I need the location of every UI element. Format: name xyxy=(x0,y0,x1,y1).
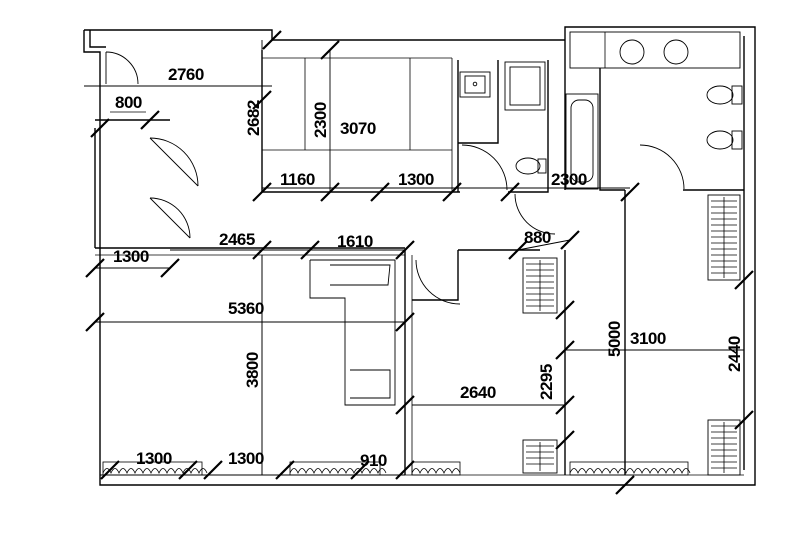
window-frame xyxy=(569,461,689,476)
dimension-tick xyxy=(555,300,575,320)
dim-2300-horizontal: 2300 xyxy=(551,170,587,189)
dimension-tick xyxy=(442,182,462,202)
wardrobe-icon xyxy=(707,194,741,281)
dimension-tick xyxy=(350,460,370,480)
dim-2300-vertical: 2300 xyxy=(311,102,330,138)
dimension-tick xyxy=(203,460,223,480)
dim-910: 910 xyxy=(360,451,387,470)
dimension-tick xyxy=(395,312,415,332)
dim-1300-corridor: 1300 xyxy=(113,247,149,266)
dimension-tick xyxy=(85,312,105,332)
shower-icon xyxy=(504,61,546,111)
washbasin-icon xyxy=(459,71,491,98)
door-swing-icon xyxy=(105,51,139,85)
dim-880: 880 xyxy=(524,228,551,247)
hob-icon xyxy=(619,39,645,65)
dimension-tick xyxy=(252,240,272,260)
dimension-tick xyxy=(90,118,110,138)
window-icon xyxy=(569,468,691,474)
dim-2440: 2440 xyxy=(725,336,744,372)
dimension-tick xyxy=(300,240,320,260)
dim-3100: 3100 xyxy=(630,329,666,348)
door-swing-icon xyxy=(514,193,556,235)
door-swing-icon xyxy=(149,137,199,187)
dimension-tick xyxy=(395,395,415,415)
dimension-tick xyxy=(734,410,754,430)
dimension-tick xyxy=(555,430,575,450)
dim-2465: 2465 xyxy=(219,230,255,249)
dim-1300-window-left: 1300 xyxy=(136,449,172,468)
dim-2640: 2640 xyxy=(460,383,496,402)
dimension-tick xyxy=(508,240,528,260)
fixtures xyxy=(459,31,743,476)
dimension-tick xyxy=(320,40,340,60)
dim-800: 800 xyxy=(115,93,142,112)
window-icon xyxy=(102,468,208,474)
dimension-tick xyxy=(395,240,415,260)
dimension-lines xyxy=(84,40,745,476)
outer-walls xyxy=(83,26,756,486)
door-swing-icon xyxy=(149,197,191,239)
dim-2760: 2760 xyxy=(168,65,204,84)
dimension-tick xyxy=(252,182,272,202)
window-frame xyxy=(411,461,461,476)
dimension-tick xyxy=(178,460,198,480)
dimension-tick xyxy=(160,258,180,278)
toilet-icon xyxy=(515,157,541,175)
dim-3070: 3070 xyxy=(340,119,376,138)
door-swing-icon xyxy=(461,144,508,191)
dimension-tick xyxy=(555,395,575,415)
window-icon xyxy=(289,468,387,474)
dimension-labels: 2760 800 2682 2300 3070 1160 1300 2300 1… xyxy=(113,65,744,470)
kitchen-counter xyxy=(569,31,741,69)
dim-2295: 2295 xyxy=(537,364,556,400)
dim-3800: 3800 xyxy=(243,352,262,388)
toilet-icon xyxy=(706,85,734,105)
wardrobe-icon xyxy=(522,439,558,474)
dimension-tick xyxy=(275,460,295,480)
dimension-tick xyxy=(370,182,390,202)
dim-2682: 2682 xyxy=(244,100,263,136)
dimension-tick xyxy=(615,475,635,495)
dimension-tick xyxy=(395,460,415,480)
dimension-tick xyxy=(140,110,160,130)
wardrobe-hangers xyxy=(526,197,737,473)
dimension-ticks xyxy=(85,30,754,495)
dim-1610: 1610 xyxy=(337,232,373,251)
dim-5000: 5000 xyxy=(605,321,624,357)
door-swing-icon xyxy=(415,259,461,305)
interior-walls xyxy=(94,40,744,475)
dimension-tick xyxy=(320,182,340,202)
bathtub-icon xyxy=(565,93,599,190)
dimension-tick xyxy=(620,182,640,202)
dimension-tick xyxy=(555,340,575,360)
dim-1300-window-mid: 1300 xyxy=(228,449,264,468)
window-icon xyxy=(411,468,461,474)
dimension-tick xyxy=(262,30,282,50)
door-swing-icon xyxy=(639,144,685,190)
doors xyxy=(105,51,685,305)
dim-1160: 1160 xyxy=(280,170,315,189)
dimension-tick xyxy=(100,460,120,480)
dimension-tick xyxy=(560,230,580,250)
bidet-icon xyxy=(706,130,734,150)
dimension-tick xyxy=(85,258,105,278)
dimension-tick xyxy=(500,182,520,202)
dim-1300-bedroom: 1300 xyxy=(398,170,434,189)
dimension-tick xyxy=(734,270,754,290)
wardrobe-icon xyxy=(522,257,558,314)
wardrobe-icon xyxy=(707,419,741,476)
dimension-tick xyxy=(252,90,272,110)
dim-5360: 5360 xyxy=(228,299,264,318)
